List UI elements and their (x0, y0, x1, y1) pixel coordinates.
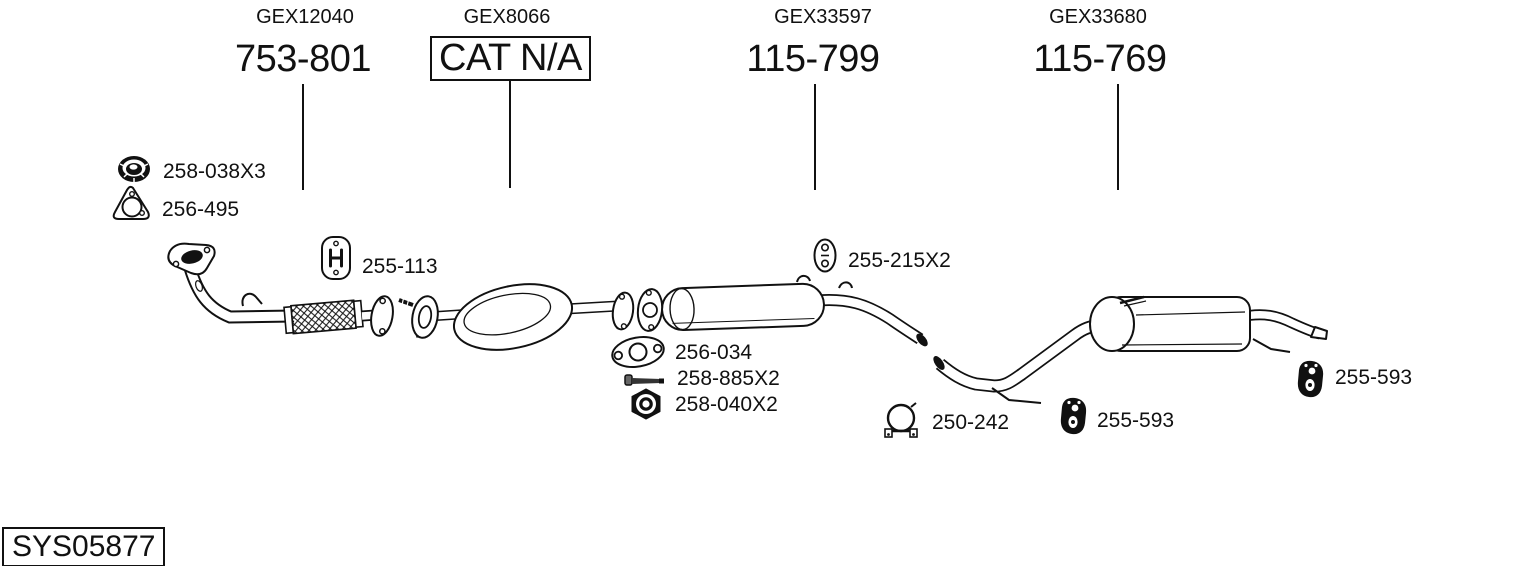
leader-line-3 (814, 84, 816, 190)
rubber-mount-icon (1297, 360, 1324, 398)
system-id-badge: SYS05877 (2, 527, 166, 566)
leader-line-4 (1117, 84, 1119, 190)
label-bolt: 258-885X2 (677, 367, 780, 390)
oval-gasket-icon (611, 336, 665, 368)
leader-line-1 (302, 84, 304, 190)
oval-hanger-icon (813, 238, 837, 273)
hex-nut-icon (631, 388, 661, 420)
label-mid-hanger: 255-215X2 (848, 249, 951, 272)
label-front-gasket: 256-495 (162, 198, 240, 221)
label-clamp: 250-242 (932, 411, 1010, 434)
flange-nut-icon (118, 156, 150, 182)
label-mid-gasket: 256-034 (675, 341, 753, 364)
middle-muffler-drawing (636, 274, 928, 347)
section-part-3: 115-799 (746, 38, 880, 80)
section-ref-3: GEX33597 (774, 6, 872, 28)
section-ref-1: GEX12040 (256, 6, 354, 28)
bolt-icon (624, 374, 664, 386)
section-ref-4: GEX33680 (1049, 6, 1147, 28)
section-part-4: 115-769 (1033, 38, 1167, 80)
clamp-icon (884, 402, 918, 438)
section-ref-2: GEX8066 (463, 6, 551, 28)
front-pipe-flange-drawing (370, 295, 394, 337)
section-part-1: 753-801 (235, 38, 371, 80)
label-front-hanger: 255-113 (362, 255, 438, 278)
catalytic-converter-drawing (398, 283, 635, 351)
section-part-2: CAT N/A (430, 36, 591, 82)
rubber-hanger-icon (321, 236, 351, 280)
front-pipe-drawing (167, 242, 295, 324)
label-rear-mount-mid: 255-593 (1097, 409, 1175, 432)
triangular-gasket-icon (112, 185, 150, 220)
label-rear-mount-tail: 255-593 (1335, 366, 1413, 389)
rear-muffler-drawing (933, 295, 1328, 404)
label-flange-nut: 258-038X3 (163, 160, 266, 183)
flex-pipe-drawing (283, 299, 364, 335)
rubber-mount-icon (1060, 397, 1087, 435)
leader-line-2 (509, 80, 511, 188)
label-hex-nut: 258-040X2 (675, 393, 778, 416)
